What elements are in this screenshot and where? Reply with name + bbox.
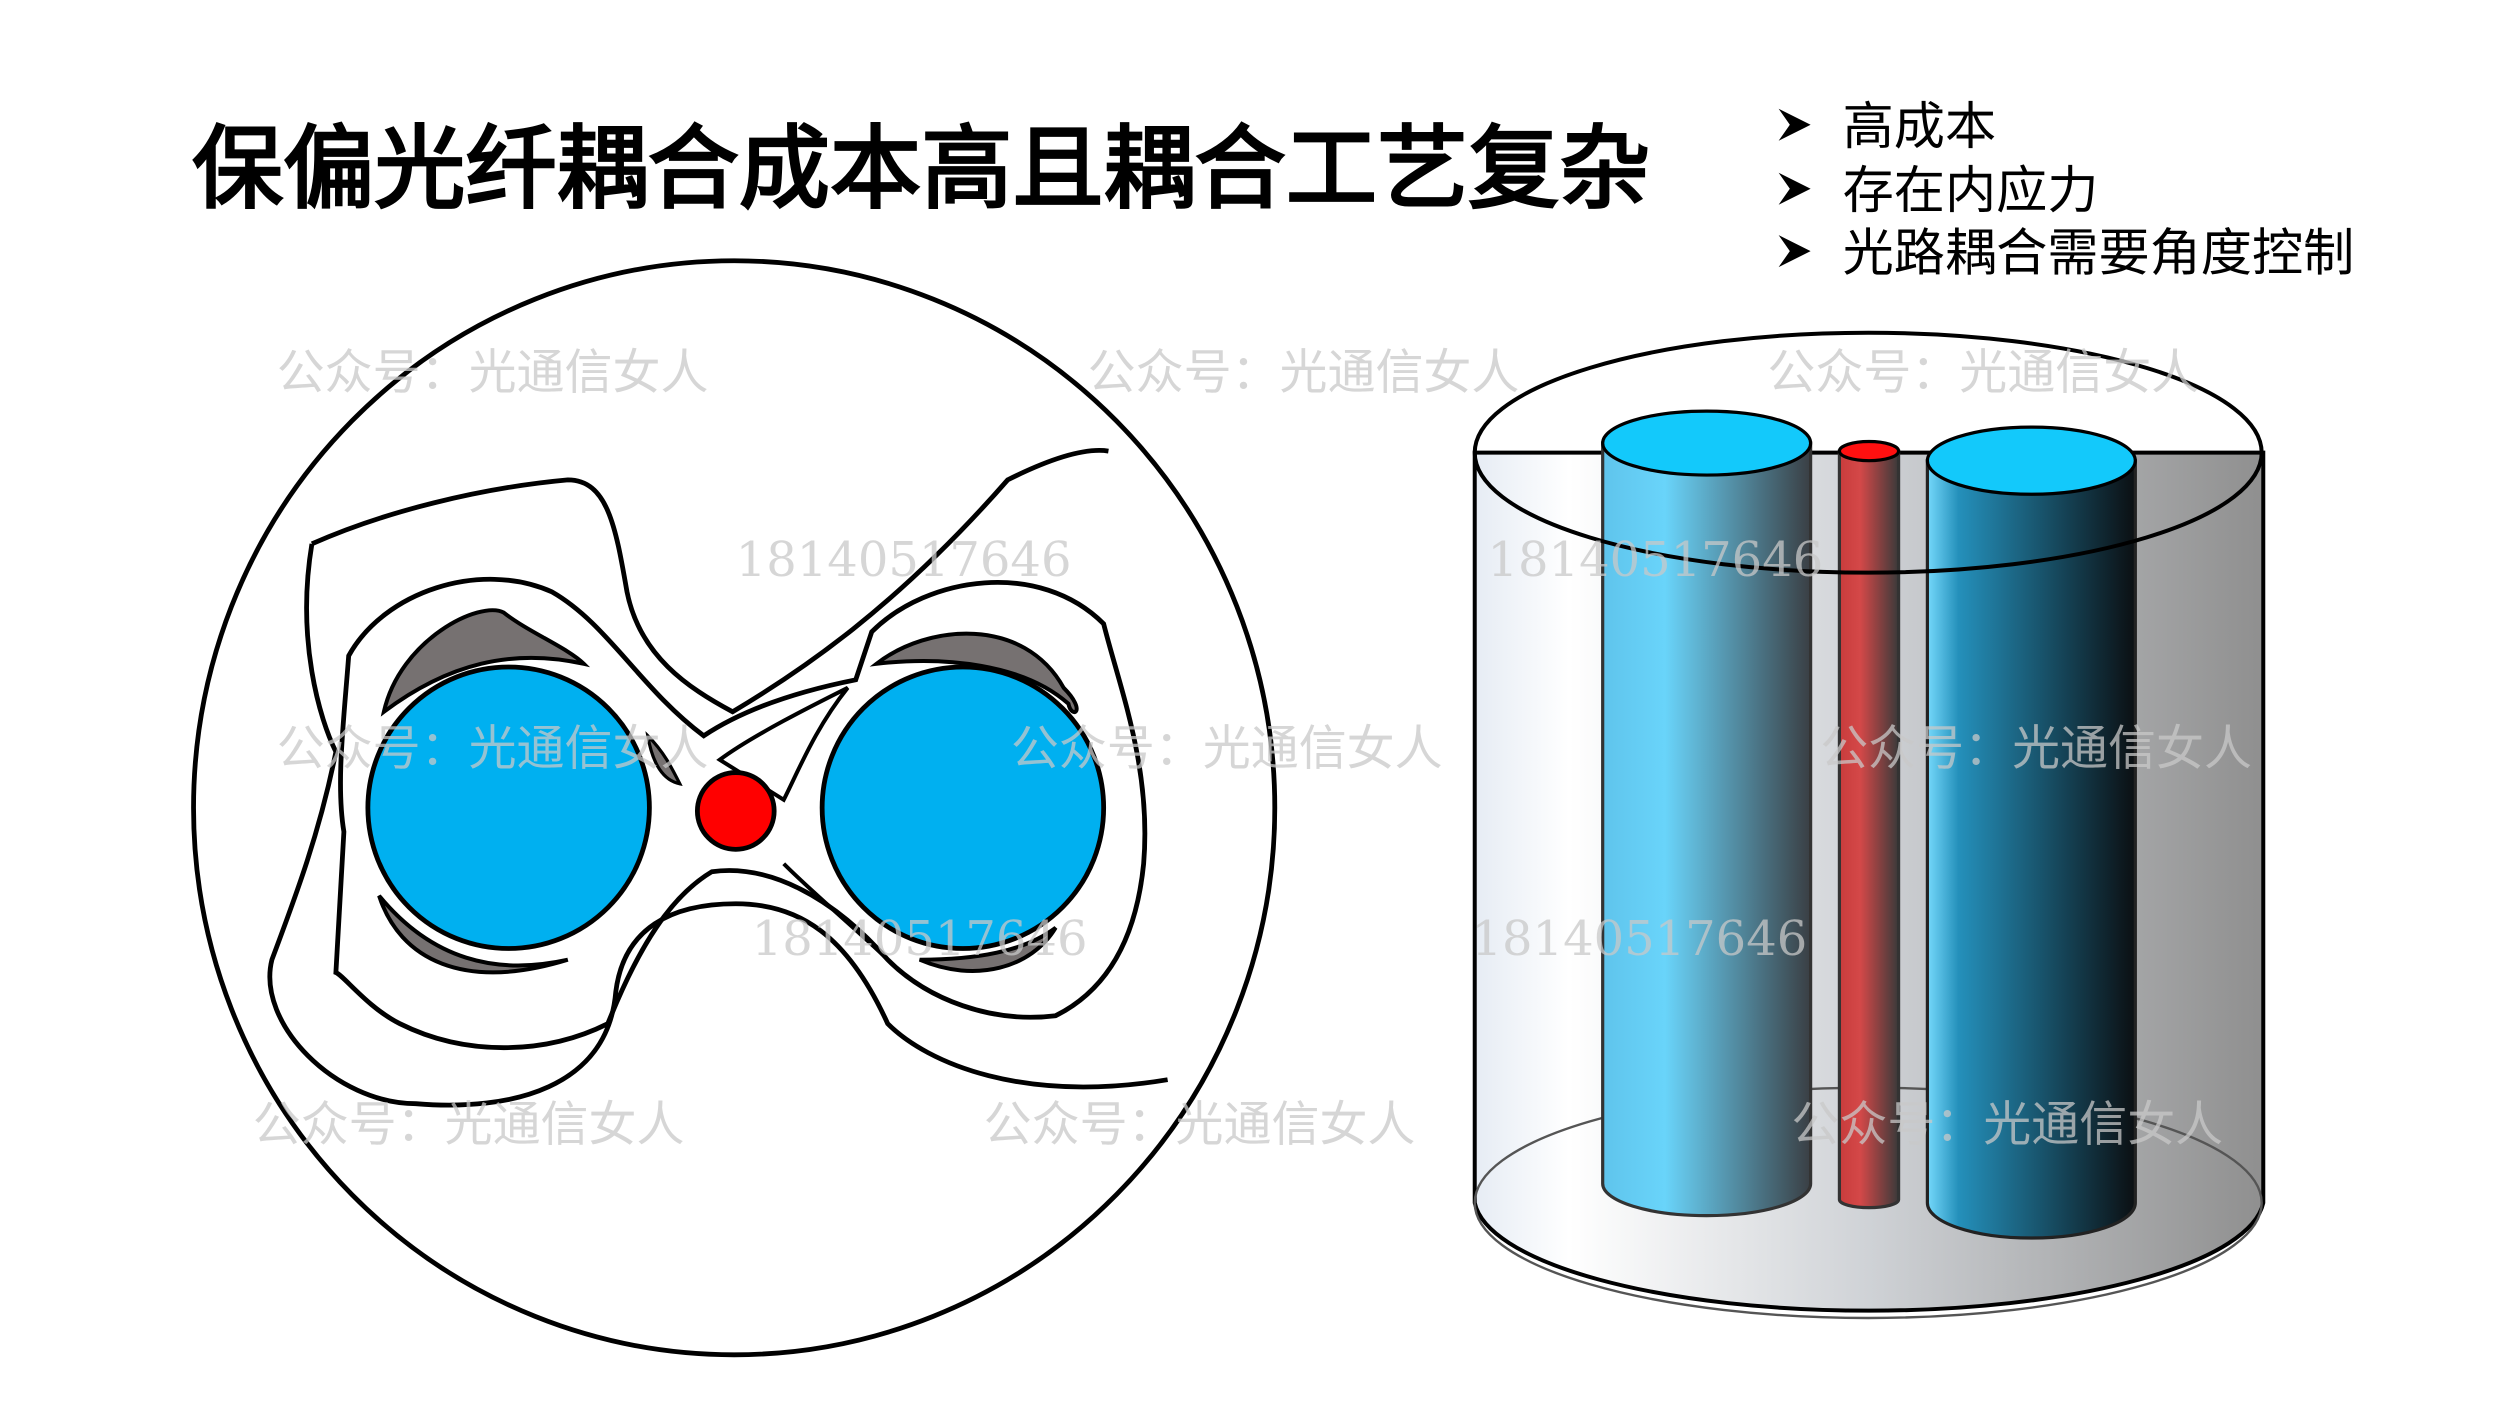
watermark-account: 公众号：光通信女人 [984,1096,1416,1152]
arrow-bullet-icon [1778,108,1811,141]
watermark-account: 公众号：光通信女人 [277,721,709,777]
stress-rod-left [365,664,652,951]
watermark-phone: 18140517646 [1488,532,1824,588]
bullet-list: 高成本 存在内应力 光路耦合需要角度控制 [1778,97,2355,283]
pm-fiber-3d [1472,330,2266,1320]
cladding-top [1472,330,2264,575]
fiber-core [694,770,777,852]
stress-crescent [645,731,683,786]
stress-rod-right [819,664,1107,951]
watermark-account: 公众号：光通信女人 [1011,721,1443,777]
stress-rod-right-top [1925,425,2137,496]
watermark-account: 公众号：光通信女人 [1791,1096,2223,1152]
watermark-account: 公众号：光通信女人 [1088,345,1520,401]
watermark-phone: 18140517646 [1472,911,1808,967]
stress-rod-right-3d [1925,459,2137,1240]
core-3d [1837,449,1901,1210]
watermark-phone: 18140517646 [752,911,1088,967]
bullet-text: 光路耦合需要角度控制 [1843,223,2355,283]
stress-rod-left-3d [1601,441,1813,1218]
watermark-account: 公众号：光通信女人 [1820,721,2252,777]
arrow-bullet-icon [1778,235,1811,268]
watermark-account: 公众号：光通信女人 [253,1096,685,1152]
stress-contour-core [782,862,890,962]
bullet-item: 高成本 [1778,97,1997,157]
bullet-text: 存在内应力 [1843,161,2099,221]
watermark-account: 公众号：光通信女人 [1767,345,2199,401]
arrow-bullet-icon [1778,172,1811,205]
stress-crescent [377,894,569,975]
stress-contour-outer [310,448,1109,715]
pm-fiber-cross-section [191,258,1278,1358]
stress-crescent [380,608,591,717]
stress-rod-left-top [1601,409,1813,477]
stress-crescent [918,926,1058,973]
stress-crescent [869,631,1079,715]
bullet-text: 高成本 [1843,97,1997,157]
stress-contour-inner [333,576,1148,1050]
stress-contour-core [716,686,850,803]
watermark-account: 公众号：光通信女人 [277,345,709,401]
core-top [1837,439,1901,463]
bullet-item: 光路耦合需要角度控制 [1778,223,2355,283]
watermarks: 公众号：光通信女人 公众号：光通信女人 公众号：光通信女人 1814051764… [253,345,2252,1153]
slide-title: 保偏光纤耦合成本高且耦合工艺复杂 [192,115,1651,222]
bullet-item: 存在内应力 [1778,161,2099,221]
watermark-phone: 18140517646 [736,532,1072,588]
stress-contour-outer [267,543,1169,1108]
